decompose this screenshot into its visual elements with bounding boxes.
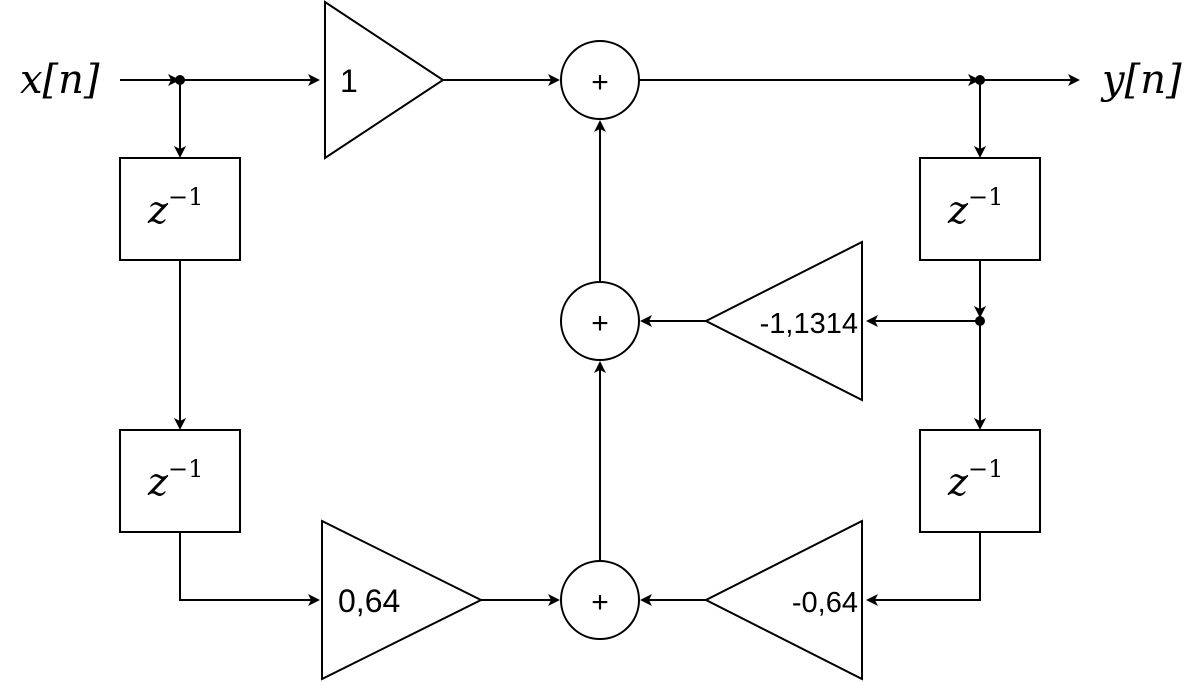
gain-a1-label: -1,1314 [760, 308, 858, 340]
adder-bottom-symbol: + [591, 586, 609, 619]
gain-b2-triangle [321, 519, 484, 681]
delay-block-input-1 [119, 157, 241, 261]
gain-a2-triangle [703, 519, 863, 681]
delay-block-output-2 [919, 429, 1041, 533]
delay-input-1-label: z−1 [147, 183, 203, 232]
delay-output-2-label: z−1 [947, 455, 1003, 504]
gain-b2-label: 0,64 [338, 583, 400, 619]
input-signal-label: x[n] [20, 57, 100, 103]
delay2-to-gain-a2-wire [866, 532, 981, 606]
delay-block-output-1 [919, 157, 1041, 261]
gain-a1-triangle [703, 240, 863, 402]
delay-output-1-label: z−1 [947, 183, 1003, 232]
adder-middle-symbol: + [591, 307, 609, 340]
delay2-to-gain-b2-wire [179, 532, 320, 606]
adder-top-symbol: + [591, 66, 609, 99]
delay-block-input-2 [119, 429, 241, 533]
gain-b0-label: 1 [340, 63, 358, 99]
gain-b0-triangle [324, 0, 445, 160]
output-signal-label: y[n] [1100, 57, 1182, 103]
delay-input-2-label: z−1 [147, 455, 203, 504]
gain-a2-label: -0,64 [792, 587, 858, 619]
